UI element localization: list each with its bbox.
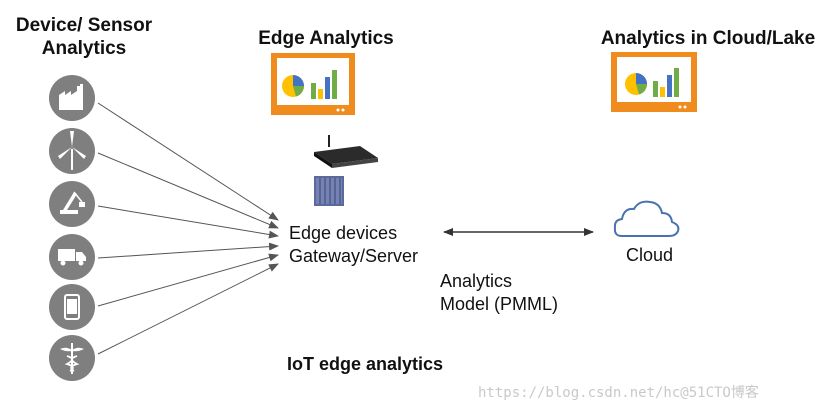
arrow-crane	[97, 205, 279, 239]
smartphone-icon	[49, 284, 95, 330]
server-icon	[314, 176, 344, 206]
cloud-analytics-monitor-icon	[611, 52, 697, 112]
watermark-text: https://blog.csdn.net/hc@51CTO博客	[478, 385, 759, 401]
device-title-line-1: Device/ Sensor	[15, 15, 153, 36]
analytics-model-label: Analytics Model (PMML)	[440, 270, 558, 316]
analytics-model-line-2: Model (PMML)	[440, 294, 559, 314]
crane-icon	[49, 181, 95, 227]
edge-devices-label: Edge devices Gateway/Server	[289, 222, 418, 268]
analytics-model-line-1: Analytics	[440, 271, 513, 291]
truck-icon	[49, 234, 95, 280]
arrow-factory	[97, 102, 279, 221]
medical-caduceus-icon	[49, 335, 95, 381]
cloud-icon	[613, 200, 680, 237]
wind-turbine-icon	[49, 128, 95, 174]
iot-edge-analytics-caption: IoT edge analytics	[287, 354, 444, 374]
factory-icon	[49, 75, 95, 121]
arrow-phone	[97, 253, 279, 307]
arrow-medical	[97, 263, 279, 355]
edge-analytics-monitor-icon	[271, 53, 355, 115]
device-arrows	[97, 102, 279, 355]
arrow-truck	[97, 242, 279, 259]
edge-devices-line-1: Edge devices	[289, 223, 398, 243]
cloud-analytics-title: Analytics in Cloud/Lake	[600, 28, 816, 49]
router-icon	[314, 135, 378, 168]
device-title-line-2: Analytics	[41, 38, 127, 59]
device-sensor-analytics-title: Device/ Sensor Analytics	[0, 14, 168, 60]
cloud-label: Cloud	[626, 245, 674, 265]
edge-devices-line-2: Gateway/Server	[289, 246, 419, 266]
arrow-wind	[97, 152, 279, 229]
edge-analytics-title: Edge Analytics	[258, 28, 394, 49]
